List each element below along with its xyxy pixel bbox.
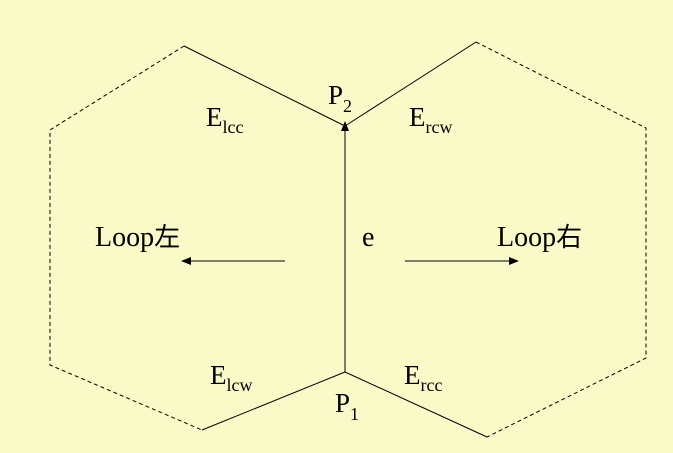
edge-ercw: [344, 41, 477, 127]
label-p1: P1: [335, 388, 359, 424]
edge-ercc: [344, 371, 488, 438]
label-ercw: Ercw: [409, 102, 452, 137]
label-e: e: [362, 222, 374, 253]
label-ercc: Ercc: [404, 360, 442, 395]
left-loop-dashed-boundary: [49, 45, 203, 431]
label-elcw: Elcw: [210, 360, 253, 395]
label-p2: P2: [328, 80, 352, 116]
label-loop-left: Loop左: [95, 222, 180, 253]
label-loop-right: Loop右: [497, 222, 582, 253]
label-elcc: Elcc: [206, 102, 243, 137]
edge-elcc: [183, 45, 346, 127]
edge-elcw: [201, 371, 346, 431]
